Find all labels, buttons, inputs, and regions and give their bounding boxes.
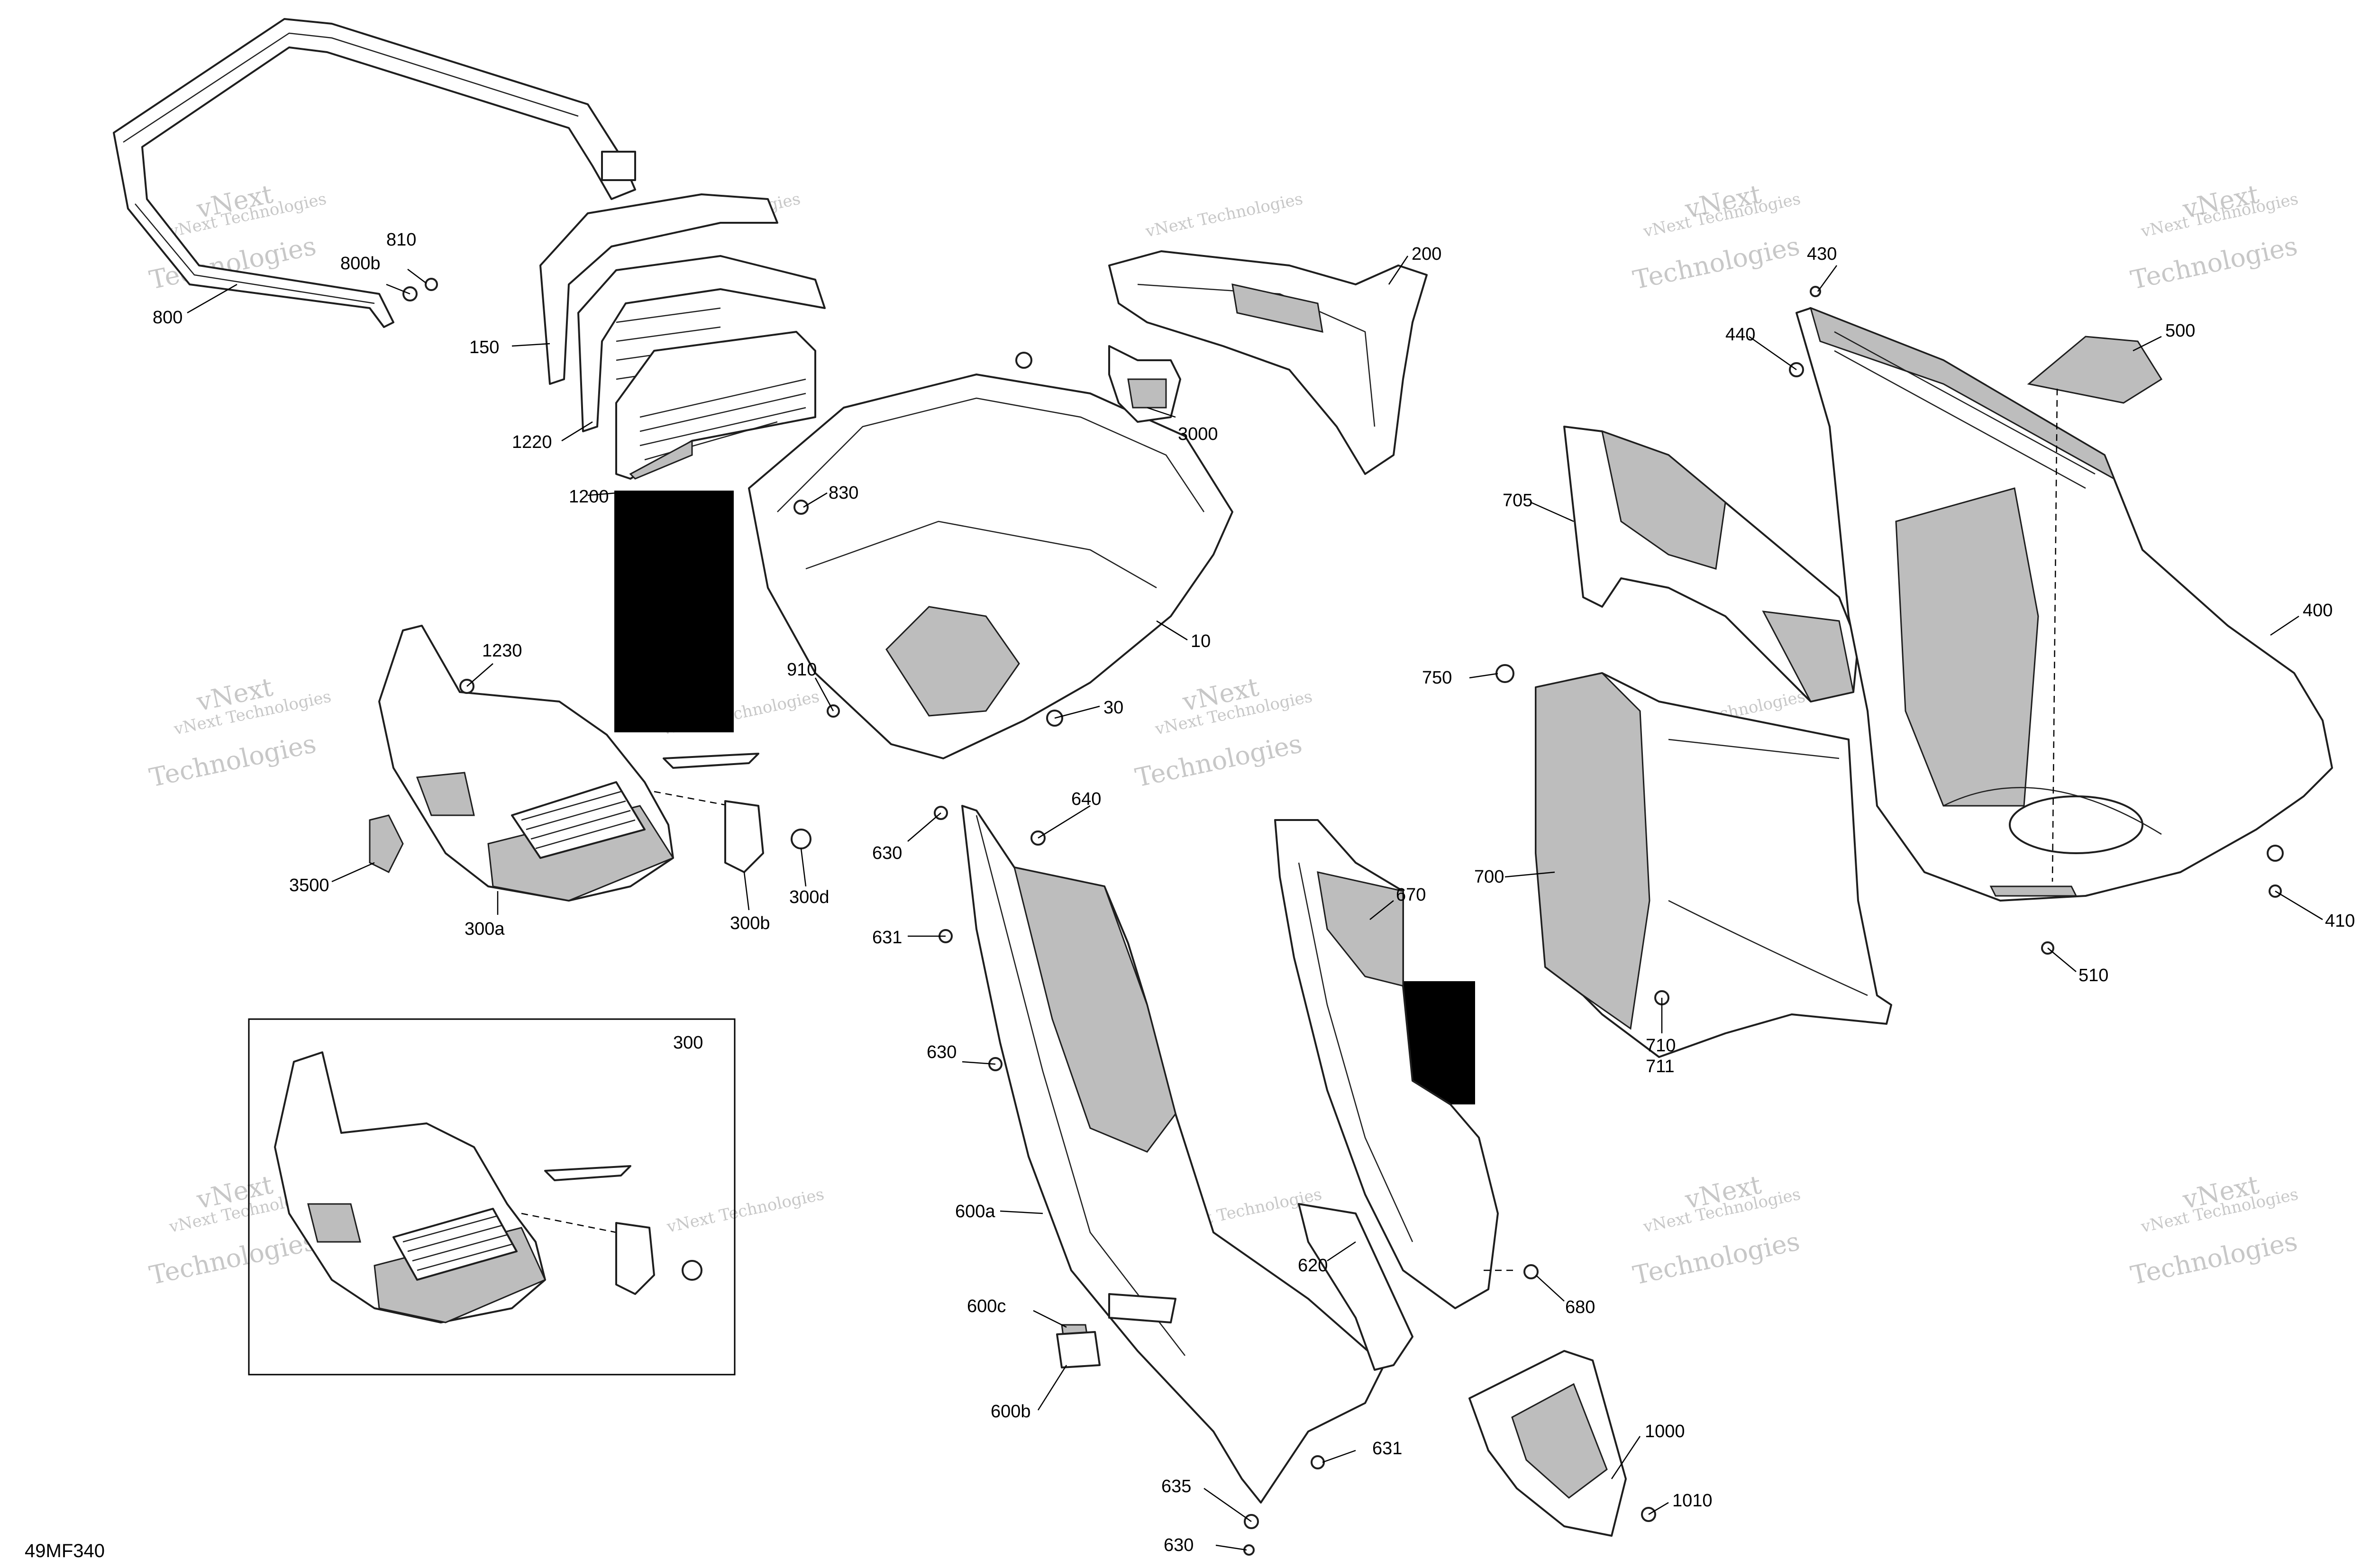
- callout-635: 635: [1161, 1477, 1191, 1496]
- part-300a-lower-nose: [378, 625, 675, 902]
- callout-600a: 600a: [955, 1202, 995, 1222]
- callout-3000: 3000: [1178, 424, 1218, 444]
- part-3000-bracket: [1108, 345, 1181, 423]
- callout-700: 700: [1474, 867, 1504, 887]
- callout-810: 810: [386, 230, 416, 250]
- callout-630-b: 630: [927, 1042, 957, 1062]
- part-3500-clip: [369, 814, 404, 874]
- callout-3500: 3500: [289, 875, 329, 895]
- part-750-grommet: [1495, 664, 1514, 683]
- part-200-upper-console: [1108, 250, 1428, 475]
- callout-1010: 1010: [1672, 1491, 1713, 1511]
- bar-end-cap: [601, 151, 636, 181]
- callout-710: 710: [1646, 1036, 1676, 1056]
- part-1220-grille-frame: [577, 255, 826, 432]
- callout-1000: 1000: [1645, 1422, 1685, 1441]
- callout-800b: 800b: [340, 254, 381, 273]
- diagram-code: 49MF340: [25, 1541, 105, 1561]
- callout-1200: 1200: [569, 487, 609, 507]
- callout-30: 30: [1103, 698, 1123, 718]
- callout-300d: 300d: [789, 887, 830, 907]
- fastener-810-800b: [402, 278, 438, 301]
- part-705-rear-shield: [1563, 426, 1859, 702]
- callout-300: 300: [673, 1033, 703, 1053]
- fastener-830: [793, 500, 809, 515]
- callout-631-b: 631: [1372, 1439, 1402, 1459]
- callout-500: 500: [2165, 321, 2195, 341]
- watermark: vNext Technologies: [1144, 189, 1305, 241]
- callout-1220: 1220: [512, 432, 552, 452]
- part-700-rear-fender: [1495, 664, 1892, 1058]
- callout-640: 640: [1071, 789, 1101, 809]
- callout-150: 150: [469, 337, 499, 357]
- callout-200: 200: [1412, 244, 1441, 264]
- callout-800: 800: [153, 308, 182, 328]
- watermark: Technologies: [1631, 231, 1803, 295]
- watermark: vNext Technologies: [665, 1185, 826, 1237]
- callout-680: 680: [1565, 1297, 1595, 1317]
- callout-630: 630: [872, 843, 902, 863]
- part-10-front-storage-tub: [748, 352, 1233, 759]
- part-300-nose-assembly-inset: [274, 1051, 702, 1323]
- callout-830: 830: [829, 483, 858, 503]
- part-500-cover-plate: [2027, 336, 2163, 882]
- part-600b-600c-patch: [1056, 1324, 1101, 1368]
- leader-lines: [187, 255, 2323, 1551]
- watermark: Technologies: [147, 729, 319, 793]
- callout-630-c: 630: [1164, 1535, 1194, 1555]
- part-300b-300d-bracket: [654, 753, 811, 873]
- fastener-680: [1484, 1264, 1539, 1279]
- callout-620: 620: [1298, 1256, 1328, 1276]
- callout-410: 410: [2325, 911, 2355, 931]
- callout-705: 705: [1503, 491, 1532, 511]
- callout-670: 670: [1396, 885, 1426, 905]
- callout-631: 631: [872, 928, 902, 948]
- callout-300b: 300b: [730, 913, 770, 933]
- watermark: Technologies: [2128, 231, 2300, 295]
- callout-440: 440: [1725, 325, 1755, 345]
- redacted-area: [614, 491, 734, 732]
- callout-430: 430: [1807, 244, 1837, 264]
- callout-600c: 600c: [967, 1296, 1006, 1316]
- part-1000-footwell-cover: [1468, 1350, 1627, 1537]
- callout-400: 400: [2303, 601, 2333, 620]
- callout-510: 510: [2078, 966, 2108, 985]
- callout-750: 750: [1422, 668, 1452, 688]
- part-800-grab-bar: [113, 18, 636, 328]
- callout-910: 910: [787, 660, 817, 680]
- callout-711: 711: [1646, 1057, 1675, 1076]
- watermark: Technologies: [2128, 1226, 2300, 1291]
- callout-300a: 300a: [465, 919, 505, 939]
- callout-labels: 810 800b 800 150 1220 1200 830 200 3000 …: [153, 230, 2355, 1555]
- callout-600b: 600b: [991, 1402, 1031, 1422]
- inset-box-300: [248, 1018, 736, 1376]
- watermark: Technologies: [1631, 1226, 1803, 1291]
- part-150-upper-fascia: [539, 193, 778, 385]
- part-620-right-side-panel: [1274, 819, 1499, 1371]
- callout-10: 10: [1191, 631, 1211, 651]
- callout-1230: 1230: [482, 641, 522, 661]
- part-1200-lower-grille: [615, 331, 816, 480]
- part-600a-left-side-panel: [961, 805, 1385, 1504]
- part-400-rear-tub: [1796, 307, 2333, 902]
